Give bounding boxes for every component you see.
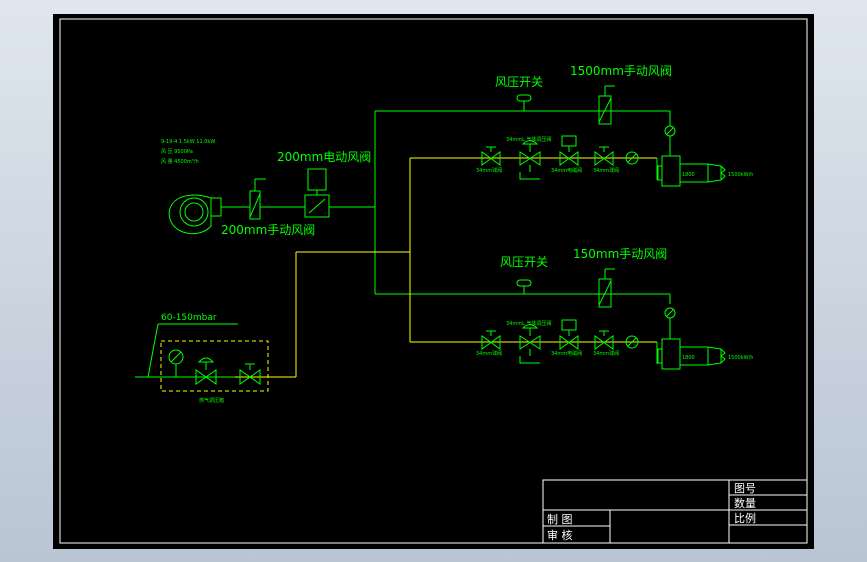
pressure-leader	[147, 323, 159, 378]
gas-piping	[135, 157, 483, 378]
fan-spec-1: 9-19-4 1.5kW 11.0kW	[161, 139, 215, 145]
gas-train-bottom	[481, 319, 657, 364]
pressure-switch-top	[516, 94, 532, 111]
title-drawn-by: 制 图	[547, 513, 573, 526]
burner-bottom-capacity: 1500kW/h	[728, 355, 753, 361]
burner-bottom	[656, 307, 726, 370]
title-drawing-no: 图号	[734, 482, 756, 495]
gas-pressure-label: 60-150mbar	[161, 313, 217, 323]
pressure-switch-bottom	[516, 279, 532, 294]
valve-bottom-3-label: 34mm电磁阀	[551, 350, 582, 357]
valve-bottom-1-label: 34mm球阀	[476, 350, 502, 357]
pressure-switch-top-label: 风压开关	[495, 75, 543, 89]
valve-bottom-regulator-label: 34mmL 气体调压阀	[506, 320, 551, 327]
burner-bottom-model: 1800	[682, 355, 695, 361]
manual-damper-150-label: 150mm手动风阀	[573, 247, 667, 261]
title-scale: 比例	[734, 511, 756, 525]
drawing-sheet: 图号 数量 比例 制 图 审 核 9-19-4 1.5kW 11.0kW 风 压…	[53, 14, 814, 549]
title-checked-by: 审 核	[547, 528, 573, 542]
burner-top-model: 1800	[682, 172, 695, 178]
title-block: 图号 数量 比例 制 图 审 核	[542, 479, 808, 544]
valve-top-4-label: 34mm球阀	[593, 167, 619, 174]
manual-damper-200-label: 200mm手动风阀	[221, 223, 315, 237]
fan-spec-3: 风 量 4500m³/h	[161, 158, 199, 165]
valve-top-regulator-label: 34mmL 气体调压阀	[506, 136, 551, 143]
manual-damper-1500-symbol	[598, 85, 615, 125]
gas-train-top	[481, 135, 657, 180]
station-label: 燃气调压箱	[199, 397, 224, 404]
fan-spec-2: 风 压 9500Pa	[161, 149, 193, 155]
electric-damper-200-label: 200mm电动风阀	[277, 150, 371, 164]
pressure-switch-bottom-label: 风压开关	[500, 255, 548, 269]
valve-top-3-label: 34mm电磁阀	[551, 167, 582, 174]
burner-top-capacity: 1500kW/h	[728, 172, 753, 178]
air-header	[374, 110, 671, 304]
valve-top-1-label: 34mm球阀	[476, 167, 502, 174]
pid-diagram: 图号 数量 比例 制 图 审 核 9-19-4 1.5kW 11.0kW 风 压…	[59, 18, 808, 544]
manual-damper-1500-label: 1500mm手动风阀	[570, 64, 672, 78]
burner-top	[656, 122, 726, 187]
valve-bottom-4-label: 34mm球阀	[593, 350, 619, 357]
drawing-frame	[59, 18, 808, 544]
manual-damper-200-symbol	[249, 178, 305, 220]
manual-damper-150-symbol	[598, 268, 615, 308]
gas-regulating-station	[160, 340, 269, 392]
electric-damper-200-symbol	[304, 168, 375, 218]
blower-fan	[168, 194, 250, 235]
title-quantity: 数量	[734, 497, 756, 510]
